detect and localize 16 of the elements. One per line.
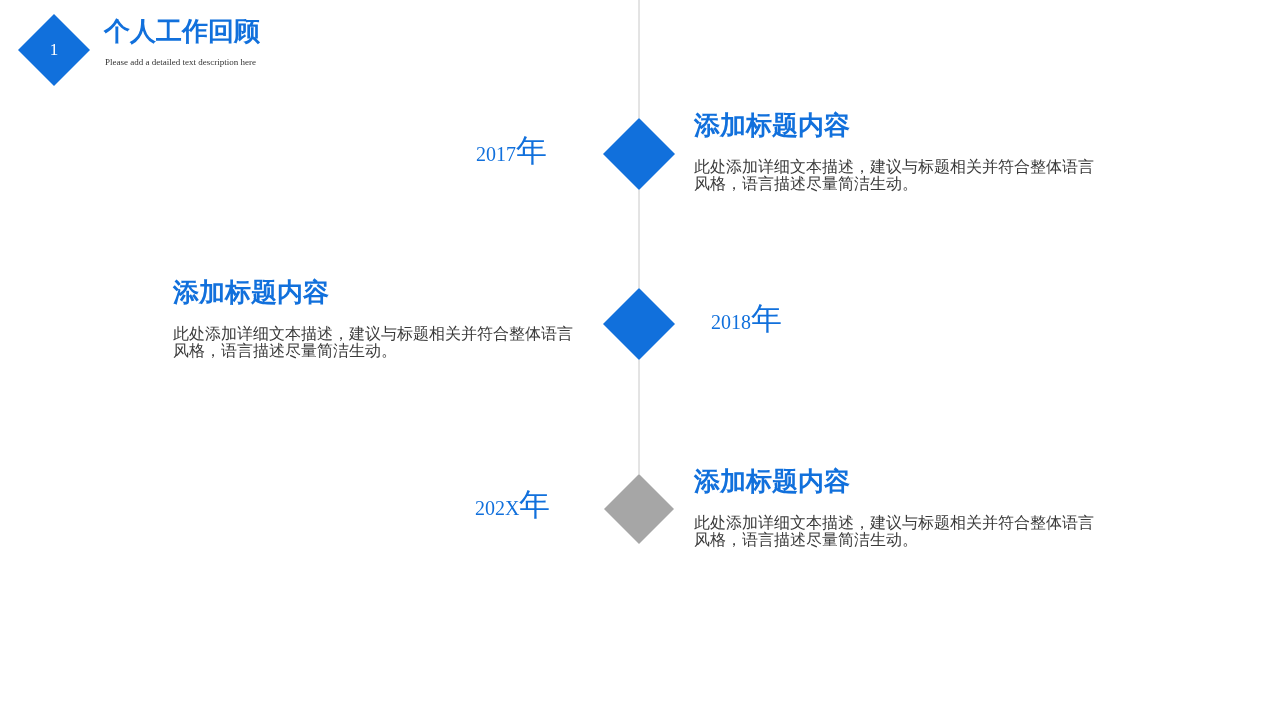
- milestone-title: 添加标题内容: [173, 276, 329, 308]
- milestone-title: 添加标题内容: [694, 465, 850, 497]
- milestone-description: 此处添加详细文本描述，建议与标题相关并符合整体语言风格，语言描述尽量简洁生动。: [694, 158, 1095, 192]
- milestone-description: 此处添加详细文本描述，建议与标题相关并符合整体语言风格，语言描述尽量简洁生动。: [694, 514, 1095, 548]
- section-number: 1: [49, 40, 59, 60]
- year-label: 2018年: [711, 299, 782, 338]
- number-diamond: [18, 14, 90, 86]
- year-label: 202X年: [475, 485, 551, 524]
- subtitle-text: Please add a detailed text description here: [105, 56, 256, 68]
- milestone-diamond: [604, 474, 674, 544]
- milestone-diamond: [603, 118, 675, 190]
- page-title: 个人工作回顾: [104, 15, 260, 48]
- milestone-description: 此处添加详细文本描述，建议与标题相关并符合整体语言风格，语言描述尽量简洁生动。: [173, 325, 574, 359]
- milestone-title: 添加标题内容: [694, 109, 850, 141]
- milestone-diamond: [603, 288, 675, 360]
- year-label: 2017年: [476, 131, 547, 170]
